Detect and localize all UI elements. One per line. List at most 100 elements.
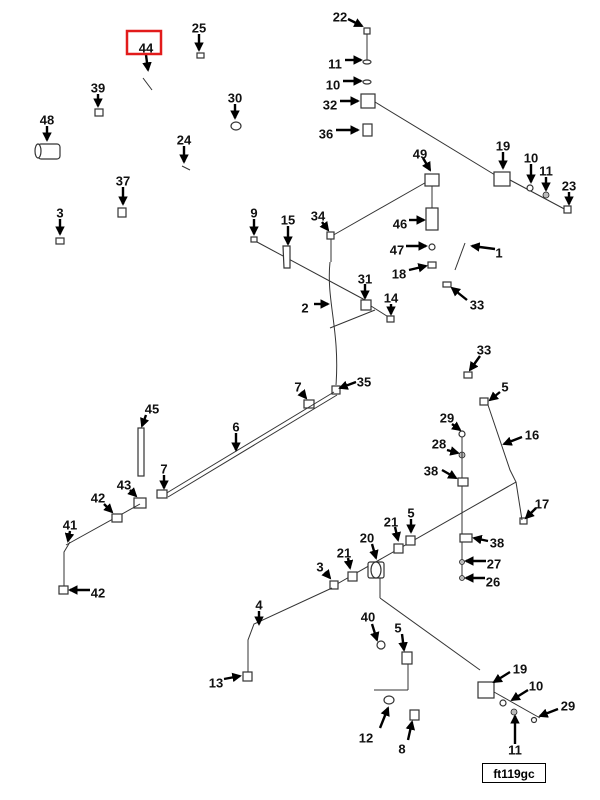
callout-8-61: 8	[398, 720, 416, 757]
callout-10-10: 10	[326, 76, 363, 93]
part-23-fitting	[563, 205, 572, 214]
callout-arrow	[64, 530, 75, 543]
callout-arrow	[472, 534, 489, 545]
callout-5-45: 5	[406, 506, 416, 534]
callout-6-32: 6	[231, 420, 241, 452]
callout-arrow	[441, 468, 458, 480]
callout-label: 11	[508, 743, 522, 758]
callout-15-24: 15	[281, 213, 295, 246]
callout-label: 3	[316, 560, 323, 575]
part-39-bushing	[94, 108, 104, 117]
callout-layer: 4425393048243732211103236191011234946471…	[40, 10, 576, 758]
callout-10-58: 10	[510, 679, 543, 702]
callout-25-1: 25	[192, 21, 206, 52]
callout-arrow	[398, 633, 408, 652]
callout-38-49: 38	[472, 534, 504, 551]
callout-12-60: 12	[359, 706, 390, 746]
part-40-bracket	[401, 651, 413, 665]
callout-label: 23	[562, 179, 576, 194]
callout-label: 10	[524, 151, 538, 166]
callout-37-6: 37	[116, 174, 130, 206]
callout-arrow	[103, 503, 114, 514]
callout-arrow	[524, 507, 537, 520]
callout-49-17: 49	[413, 147, 432, 172]
callout-4-53: 4	[254, 598, 264, 626]
callout-24-5: 24	[177, 133, 192, 164]
part-37-bracket	[117, 207, 127, 218]
highlight-box	[125, 29, 163, 56]
callout-31-26: 31	[358, 272, 372, 300]
callout-arrow	[421, 157, 432, 172]
part-5-fitting-b	[405, 535, 416, 546]
callout-label: 10	[326, 78, 340, 93]
callout-16-40: 16	[502, 428, 539, 446]
part-10-washer-b	[526, 184, 534, 192]
part-1-valve	[454, 242, 466, 271]
part-19-bracket-b	[477, 681, 495, 699]
part-38-bracket-b	[459, 533, 473, 543]
part-46-filter	[425, 207, 439, 231]
callout-label: 26	[486, 575, 500, 590]
callout-34-25: 34	[311, 209, 330, 232]
part-32-bracket	[360, 93, 376, 109]
callout-label: 33	[477, 343, 491, 358]
part-22-bolt	[363, 27, 371, 60]
part-17-fitting	[519, 517, 528, 525]
callout-label: 35	[357, 375, 371, 390]
callout-arrow	[378, 706, 390, 729]
callout-arrow	[343, 557, 354, 570]
part-48-filter	[34, 143, 61, 160]
callout-label: 38	[424, 464, 438, 479]
callout-arrow	[450, 421, 462, 432]
callout-label: 38	[490, 536, 504, 551]
callout-label: 19	[513, 662, 527, 677]
callout-label: 24	[177, 133, 192, 148]
part-29-fitting-b	[530, 716, 538, 724]
callout-arrow	[347, 17, 364, 28]
callout-label: 44	[139, 41, 154, 56]
callout-label: 40	[361, 610, 375, 625]
part-47-clip	[428, 243, 436, 251]
callout-7-33: 7	[159, 462, 169, 490]
part-drawing	[34, 27, 572, 724]
part-27-washer	[459, 559, 465, 565]
callout-21-48: 21	[337, 546, 354, 570]
callout-46-18: 46	[393, 215, 426, 232]
callout-arrow	[321, 569, 332, 580]
callout-18-20: 18	[392, 263, 428, 282]
callout-arrow	[127, 487, 138, 498]
callout-label: 10	[529, 679, 543, 694]
callout-label: 42	[91, 586, 105, 601]
callout-label: 12	[359, 731, 373, 746]
part-10-washer	[362, 79, 372, 85]
part-12-fitting	[383, 695, 395, 705]
callout-arrow	[446, 446, 460, 456]
callout-arrow	[450, 286, 468, 301]
part-18-fitting	[427, 261, 437, 269]
callout-arrow	[468, 355, 481, 372]
callout-41-36: 41	[63, 518, 77, 543]
callout-9-23: 9	[249, 206, 259, 236]
callout-label: 17	[535, 497, 549, 512]
callout-40-55: 40	[361, 610, 380, 642]
callout-label: 21	[384, 515, 398, 530]
callout-label: 29	[561, 699, 575, 714]
callout-38-43: 38	[424, 464, 458, 480]
callout-label: 5	[407, 506, 414, 521]
callout-3-52: 3	[316, 560, 332, 580]
callout-45-31: 45	[140, 402, 159, 428]
callout-5-56: 5	[394, 621, 408, 652]
callout-3-7: 3	[55, 206, 65, 236]
callout-label: 47	[390, 243, 404, 258]
part-6-tube	[164, 391, 338, 498]
part-7-fitting-b	[156, 489, 168, 499]
part-14-fitting	[386, 315, 395, 323]
callout-label: 33	[470, 298, 484, 313]
callout-7-29: 7	[294, 380, 308, 400]
callout-arrow	[297, 389, 308, 400]
callout-arrow	[408, 263, 428, 273]
callout-arrow	[142, 54, 152, 72]
part-33-fitting-b	[463, 371, 473, 379]
callout-22-8: 22	[333, 10, 364, 28]
callout-label: 45	[145, 402, 159, 417]
